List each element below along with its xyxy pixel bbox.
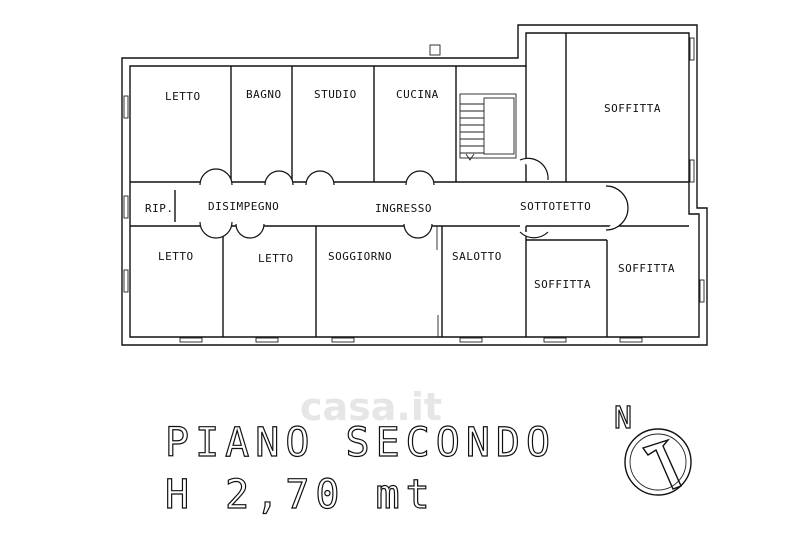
compass: N — [613, 400, 692, 496]
room-ingresso: INGRESSO — [375, 202, 432, 215]
staircase — [459, 93, 517, 161]
outer-walls — [121, 24, 708, 346]
plan-title: PIANO SECONDO H 2,70 mt — [164, 419, 556, 518]
room-soffitta-2: SOFFITTA — [534, 278, 591, 291]
room-salotto: SALOTTO — [452, 250, 502, 263]
title-floor: PIANO SECONDO — [165, 420, 556, 466]
room-letto-1: LETTO — [165, 90, 201, 103]
room-cucina: CUCINA — [396, 88, 439, 101]
room-sottotetto: SOTTOTETTO — [520, 200, 591, 213]
windows — [123, 37, 705, 343]
room-soggiorno: SOGGIORNO — [328, 250, 392, 263]
room-letto-2: LETTO — [158, 250, 194, 263]
title-height: H 2,70 mt — [165, 472, 436, 518]
room-rip: RIP. — [145, 202, 174, 215]
watermark: casa.it — [300, 385, 442, 429]
room-soffitta-1: SOFFITTA — [604, 102, 661, 115]
compass-ring — [624, 428, 692, 496]
north-label: N — [614, 401, 632, 436]
room-bagno: BAGNO — [246, 88, 282, 101]
room-disimpegno: DISIMPEGNO — [208, 200, 279, 213]
room-labels: LETTO BAGNO STUDIO CUCINA SOFFITTA RIP. … — [145, 88, 675, 291]
room-soffitta-3: SOFFITTA — [618, 262, 675, 275]
north-arrow-icon — [641, 438, 682, 490]
room-studio: STUDIO — [314, 88, 357, 101]
room-letto-3: LETTO — [258, 252, 294, 265]
chimney — [429, 44, 441, 56]
doors — [199, 157, 629, 337]
